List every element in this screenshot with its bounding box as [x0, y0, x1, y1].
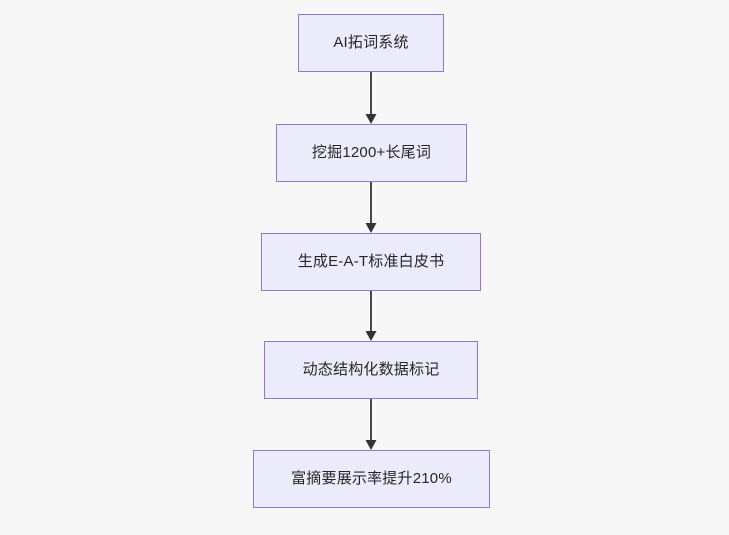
node-label: 富摘要展示率提升210%	[291, 470, 452, 487]
node-label: 挖掘1200+长尾词	[311, 144, 432, 161]
node-label: 生成E-A-T标准白皮书	[297, 253, 445, 270]
node-label: 动态结构化数据标记	[302, 361, 440, 378]
node-label: AI拓词系统	[333, 34, 409, 51]
edge-n1-n2	[365, 72, 377, 124]
flowchart-node-generate-eat-whitepaper[interactable]: 生成E-A-T标准白皮书	[261, 233, 481, 291]
edge-n2-n3	[365, 182, 377, 233]
edge-n3-n4	[365, 291, 377, 341]
flowchart-node-dynamic-structured-data-markup[interactable]: 动态结构化数据标记	[264, 341, 478, 399]
flowchart-node-rich-snippet-impression-lift[interactable]: 富摘要展示率提升210%	[253, 450, 490, 508]
edge-n4-n5	[365, 399, 377, 450]
flowchart-node-mine-longtail-keywords[interactable]: 挖掘1200+长尾词	[276, 124, 467, 182]
flowchart-node-ai-keyword-system[interactable]: AI拓词系统	[298, 14, 444, 72]
